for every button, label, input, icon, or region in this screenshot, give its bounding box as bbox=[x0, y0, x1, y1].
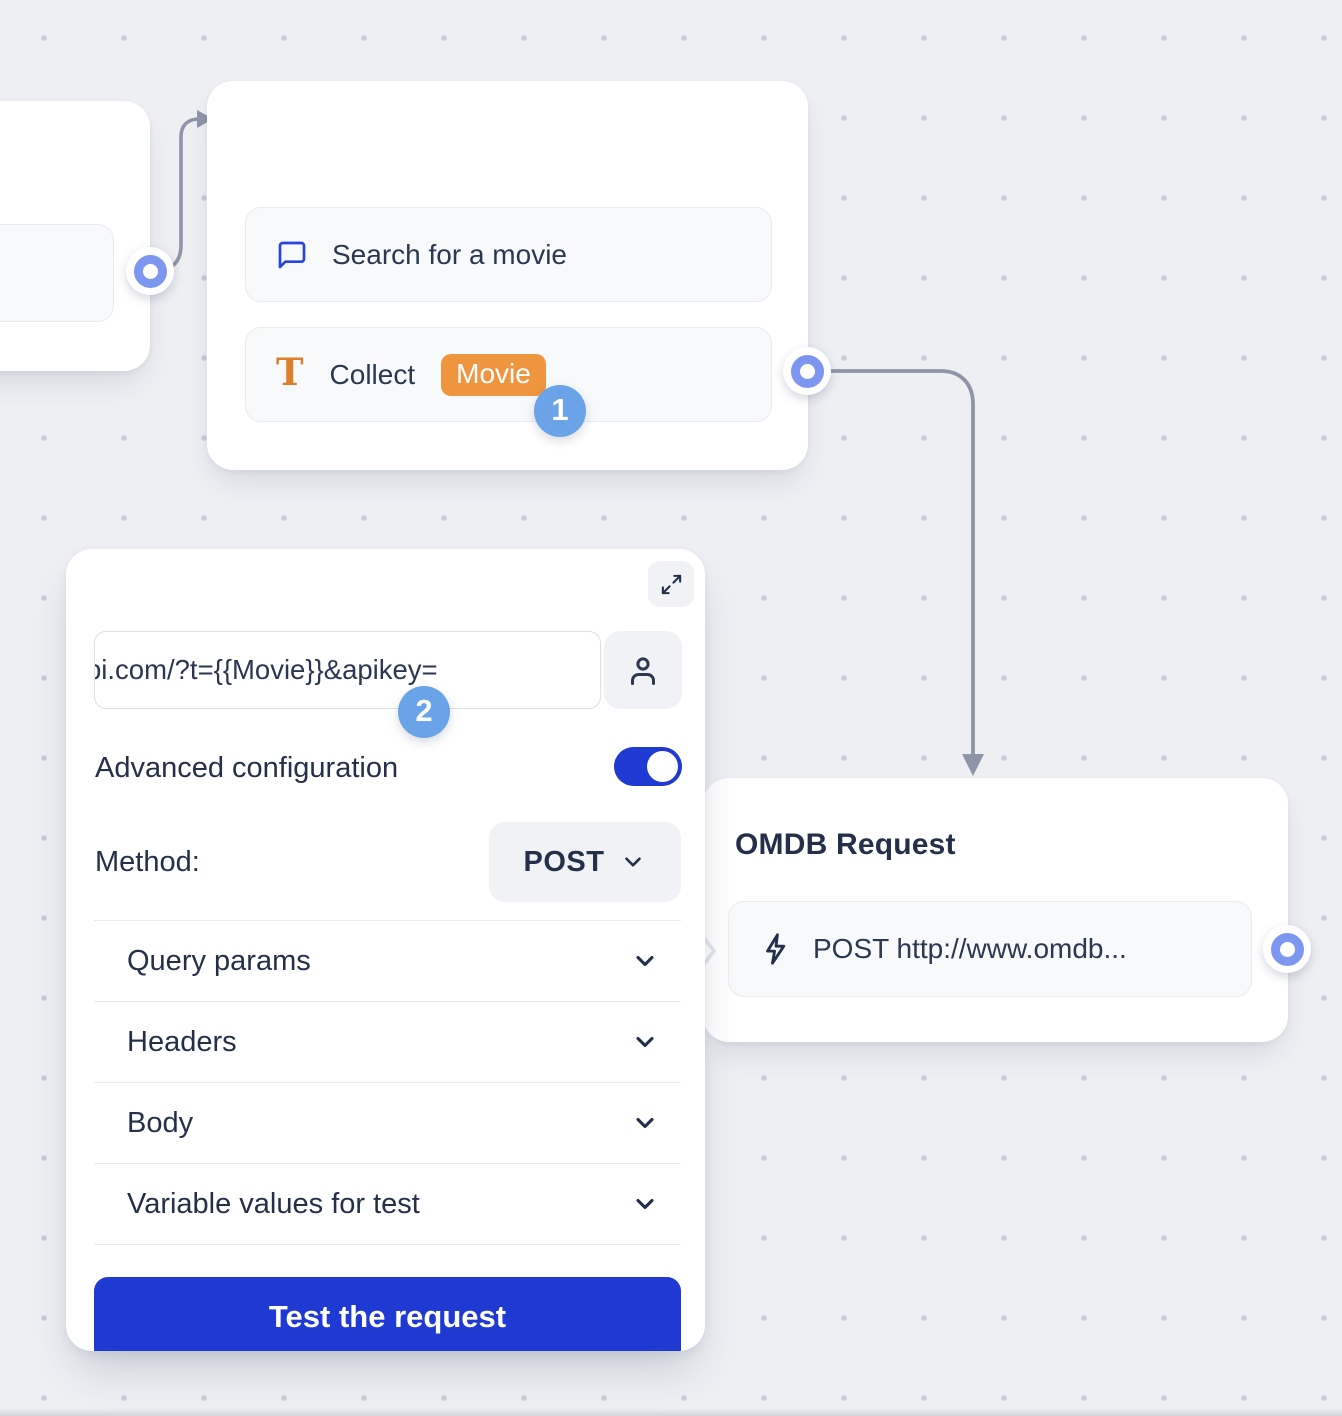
person-icon bbox=[625, 652, 661, 688]
movie-search-node-card[interactable]: Movie search Search for a movie T Collec… bbox=[207, 81, 808, 470]
section-label: Body bbox=[127, 1106, 194, 1139]
webhook-block-item[interactable]: POST http://www.omdb... bbox=[728, 901, 1252, 997]
variable-badge: Movie bbox=[441, 353, 546, 396]
maximize-icon bbox=[660, 573, 683, 596]
section-label: Query params bbox=[127, 944, 311, 977]
node-title: OMDB Request bbox=[735, 828, 956, 861]
chevron-down-icon bbox=[631, 1109, 659, 1137]
section-query-params[interactable]: Query params bbox=[94, 921, 681, 1002]
output-port[interactable] bbox=[126, 247, 174, 295]
webhook-config-panel[interactable]: pi.com/?t={{Movie}}&apikey= Advanced con… bbox=[66, 549, 705, 1351]
section-headers[interactable]: Headers bbox=[94, 1002, 681, 1083]
url-input-value: pi.com/?t={{Movie}}&apikey= bbox=[94, 654, 438, 685]
lightning-icon bbox=[759, 932, 793, 966]
output-port[interactable] bbox=[1263, 925, 1311, 973]
text-T-icon: T bbox=[276, 350, 304, 394]
partial-node-card[interactable] bbox=[0, 101, 150, 371]
section-body[interactable]: Body bbox=[94, 1083, 681, 1164]
step-badge-1: 1 bbox=[534, 385, 586, 437]
step-badge-2: 2 bbox=[398, 686, 450, 738]
advanced-configuration-toggle[interactable] bbox=[614, 747, 682, 786]
bottom-edge-shadow bbox=[0, 1408, 1342, 1416]
test-request-button[interactable]: Test the request bbox=[94, 1277, 681, 1351]
chevron-down-icon bbox=[631, 1028, 659, 1056]
question-block-label: Search for a movie bbox=[332, 238, 567, 270]
partial-node-item[interactable] bbox=[0, 224, 114, 322]
advanced-configuration-label: Advanced configuration bbox=[95, 752, 399, 784]
url-input[interactable]: pi.com/?t={{Movie}}&apikey= bbox=[94, 631, 601, 709]
collect-block-item[interactable]: T Collect Movie bbox=[245, 327, 772, 422]
omdb-request-node-card[interactable]: OMDB Request POST http://www.omdb... bbox=[703, 778, 1288, 1042]
toggle-knob bbox=[647, 751, 678, 782]
section-variable-values[interactable]: Variable values for test bbox=[94, 1164, 681, 1245]
chevron-down-icon bbox=[631, 947, 659, 975]
expand-button[interactable] bbox=[648, 561, 694, 607]
chat-bubble-icon bbox=[276, 239, 308, 271]
question-block-item[interactable]: Search for a movie bbox=[245, 207, 772, 302]
collapsible-sections: Query params Headers Body bbox=[94, 920, 681, 1245]
output-port[interactable] bbox=[783, 347, 831, 395]
chevron-down-icon bbox=[620, 849, 646, 875]
method-label: Method: bbox=[95, 846, 200, 878]
webhook-block-label: POST http://www.omdb... bbox=[813, 933, 1127, 964]
method-value: POST bbox=[523, 845, 605, 878]
insert-variable-button[interactable] bbox=[604, 631, 682, 709]
section-label: Headers bbox=[127, 1025, 237, 1058]
chevron-down-icon bbox=[631, 1190, 659, 1218]
method-select[interactable]: POST bbox=[489, 822, 681, 902]
section-label: Variable values for test bbox=[127, 1187, 420, 1220]
collect-block-label: Collect bbox=[329, 358, 416, 390]
